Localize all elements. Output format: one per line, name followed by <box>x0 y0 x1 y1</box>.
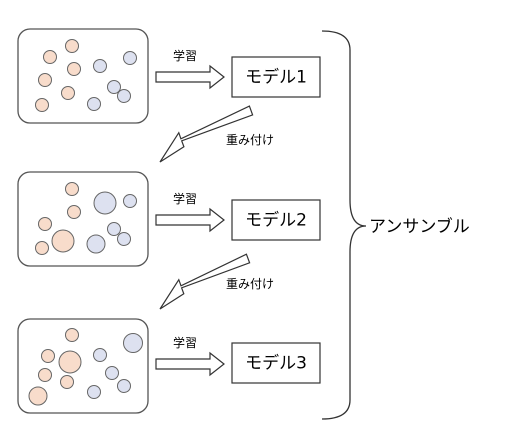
sample-point-blue <box>117 89 131 103</box>
sample-points-1 <box>35 39 137 112</box>
weighting-label-1: 重み付け <box>226 133 274 147</box>
stage-1: 学習 モデル1 <box>17 28 321 124</box>
sample-point-orange <box>60 375 74 389</box>
model-box-2 <box>231 199 321 241</box>
sample-point-orange <box>38 73 52 87</box>
stage-3: 学習 モデル3 <box>17 318 321 414</box>
sample-point-orange <box>41 349 55 363</box>
sample-point-blue <box>117 379 131 393</box>
sample-point-blue-large <box>123 333 143 353</box>
weighting-arrow-2 <box>159 253 251 310</box>
ensemble-brace <box>321 30 367 420</box>
sample-point-orange <box>35 98 49 112</box>
sample-panel-3 <box>17 318 149 414</box>
learn-label-1: 学習 <box>173 48 197 63</box>
sample-point-blue <box>105 366 119 380</box>
sample-point-orange-large <box>58 350 82 374</box>
sample-point-blue <box>107 222 121 236</box>
sample-point-blue-large <box>86 234 106 254</box>
model-box-3 <box>231 342 321 384</box>
sample-points-3 <box>28 328 143 406</box>
learn-label-3: 学習 <box>173 335 197 350</box>
sample-point-orange <box>65 182 79 196</box>
sample-point-orange <box>65 39 79 53</box>
weighting-step-2: 重み付け <box>159 253 274 310</box>
sample-points-2 <box>35 182 137 255</box>
sample-point-blue-large <box>93 191 117 215</box>
sample-point-blue <box>93 59 107 73</box>
sample-point-orange-large <box>28 386 48 406</box>
model-box-1 <box>231 56 321 98</box>
ensemble-label: アンサンブル <box>369 216 470 237</box>
stage-2: 学習 モデル2 <box>17 171 321 267</box>
sample-point-blue <box>107 80 121 94</box>
sample-point-blue <box>87 385 101 399</box>
sample-point-blue <box>87 97 101 111</box>
learn-arrow-1 <box>155 64 225 90</box>
sample-point-orange <box>38 368 52 382</box>
ensemble-group: アンサンブル <box>321 30 470 420</box>
learn-arrow-3 <box>155 351 225 377</box>
weighting-arrow-1 <box>159 105 254 163</box>
sample-point-orange <box>38 217 52 231</box>
weighting-step-1: 重み付け <box>159 105 274 163</box>
sample-point-orange <box>65 328 79 342</box>
sample-point-blue <box>93 348 107 362</box>
sample-point-orange <box>43 50 57 64</box>
sample-point-orange <box>35 241 49 255</box>
model-label-1: モデル1 <box>245 67 307 88</box>
learn-label-2: 学習 <box>173 191 197 206</box>
model-label-3: モデル3 <box>245 353 307 374</box>
weighting-label-2: 重み付け <box>226 277 274 291</box>
sample-point-blue <box>123 194 137 208</box>
sample-panel-2 <box>17 171 149 267</box>
sample-point-orange <box>61 86 75 100</box>
sample-point-blue <box>117 232 131 246</box>
sample-point-orange <box>67 205 81 219</box>
learn-arrow-2 <box>155 207 225 233</box>
sample-point-blue <box>123 51 137 65</box>
model-label-2: モデル2 <box>245 210 307 231</box>
sample-point-orange-large <box>51 229 75 253</box>
sample-point-orange <box>67 62 81 76</box>
